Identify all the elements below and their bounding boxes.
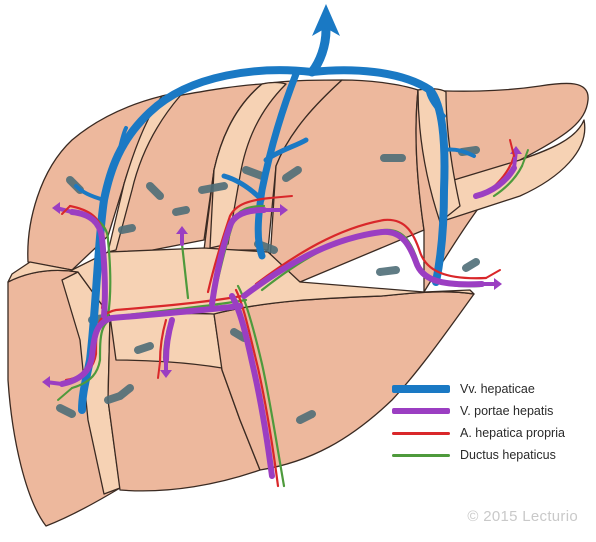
hepatic-vein-trunk <box>312 30 326 72</box>
marker <box>122 228 132 230</box>
marker <box>138 346 150 350</box>
marker <box>246 170 262 176</box>
legend-item-hepatic-duct: Ductus hepaticus <box>392 444 588 466</box>
legend: Vv. hepaticae V. portae hepatis A. hepat… <box>392 378 588 466</box>
legend-label: V. portae hepatis <box>460 404 553 418</box>
legend-label: Vv. hepaticae <box>460 382 535 396</box>
legend-swatch <box>392 385 450 393</box>
artery-arrow <box>486 270 500 278</box>
legend-swatch <box>392 408 450 414</box>
legend-item-hepatic-artery: A. hepatica propria <box>392 422 588 444</box>
marker <box>60 408 72 414</box>
legend-label: A. hepatica propria <box>460 426 565 440</box>
legend-label: Ductus hepaticus <box>460 448 556 462</box>
copyright-notice: © 2015 Lecturio <box>467 508 578 525</box>
marker <box>300 414 312 420</box>
legend-swatch <box>392 432 450 435</box>
legend-item-portal-vein: V. portae hepatis <box>392 400 588 422</box>
legend-swatch <box>392 454 450 457</box>
marker <box>380 270 396 272</box>
marker <box>176 210 186 212</box>
marker <box>466 262 476 268</box>
marker <box>202 186 224 190</box>
legend-item-hepatic-veins: Vv. hepaticae <box>392 378 588 400</box>
